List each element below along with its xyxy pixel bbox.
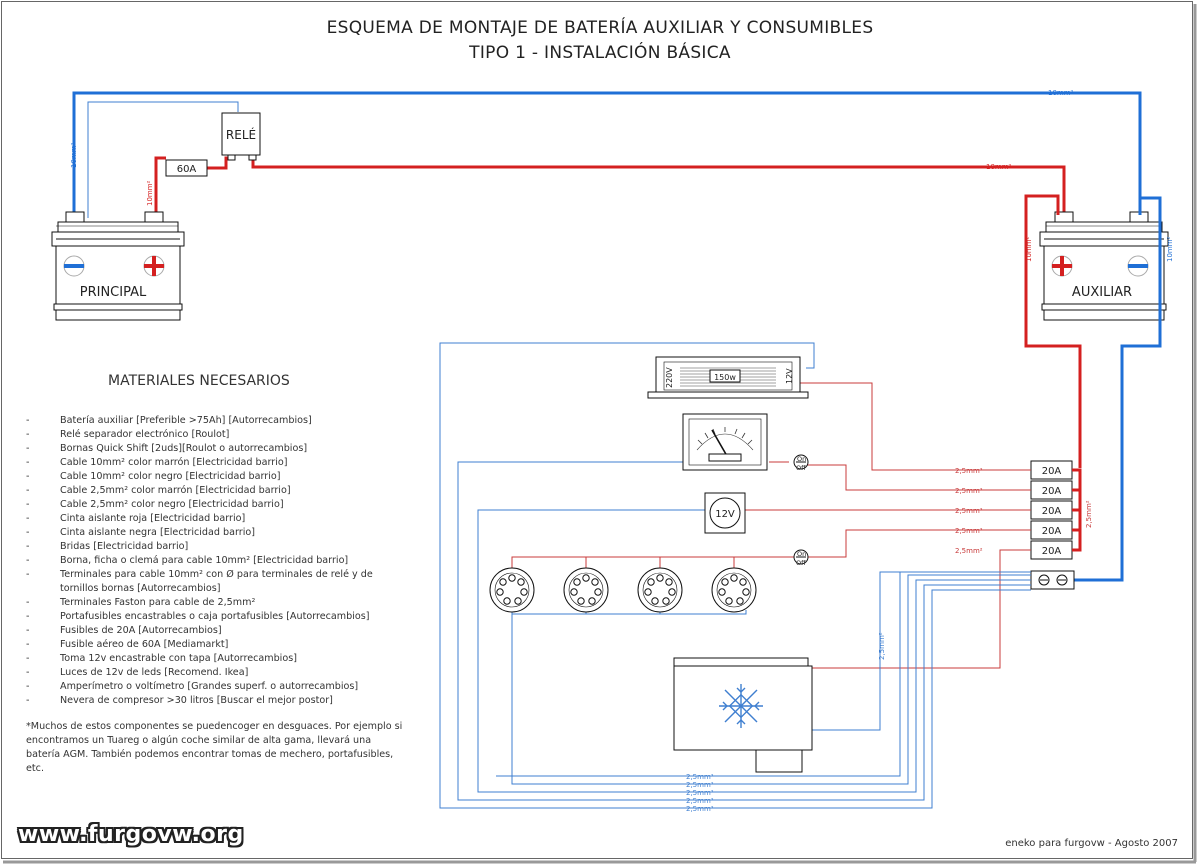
wire-label-fuse-row-1: 2,5mm² bbox=[955, 467, 983, 475]
wire-label-fridge-feed: 2,5mm² bbox=[878, 632, 886, 660]
list-item: -Cable 10mm² color marrón [Electricidad … bbox=[26, 457, 288, 468]
wire-label-aux-blue: 10mm² bbox=[1166, 236, 1174, 262]
principal-battery-label: PRINCIPAL bbox=[80, 285, 147, 300]
page-title: ESQUEMA DE MONTAJE DE BATERÍA AUXILIAR Y… bbox=[326, 18, 874, 38]
inverter-output-label: 12V bbox=[785, 368, 794, 384]
led-light-2 bbox=[563, 567, 609, 613]
list-item: -Bridas [Electricidad barrio] bbox=[26, 541, 189, 552]
list-item: -Bornas Quick Shift [2uds][Roulot o auto… bbox=[26, 443, 308, 454]
list-item: -Fusible aéreo de 60A [Mediamarkt] bbox=[26, 639, 229, 650]
author-credit: eneko para furgovw - Agosto 2007 bbox=[1005, 838, 1178, 849]
list-item: -Toma 12v encastrable con tapa [Autorrec… bbox=[26, 653, 297, 664]
fuse-60a-label: 60A bbox=[177, 164, 197, 175]
12v-socket bbox=[704, 492, 746, 534]
fuse-label-2: 20A bbox=[1042, 486, 1062, 497]
snowflake-icon bbox=[719, 684, 763, 728]
inverter bbox=[647, 356, 809, 399]
relay bbox=[221, 112, 261, 161]
list-item: -Amperímetro o voltímetro [Grandes super… bbox=[26, 681, 359, 692]
list-item: -Cinta aislante negra [Electricidad barr… bbox=[26, 527, 255, 538]
meter bbox=[682, 413, 768, 471]
wire-label-fuse-row-3: 2,5mm² bbox=[955, 507, 983, 515]
fuse-label-4: 20A bbox=[1042, 526, 1062, 537]
auxiliar-negative-terminal-icon bbox=[1127, 255, 1149, 277]
list-item: -Batería auxiliar [Preferible >75Ah] [Au… bbox=[26, 415, 312, 426]
materials-title: MATERIALES NECESARIOS bbox=[108, 373, 290, 389]
ground-bar bbox=[1030, 570, 1075, 590]
main-negative-wire bbox=[72, 91, 1142, 220]
list-item: -Fusibles de 20A [Autorrecambios] bbox=[26, 625, 222, 636]
ground-return-wires bbox=[439, 342, 1031, 809]
relay-label: RELÉ bbox=[226, 127, 256, 142]
meter-switch-on-label: On bbox=[797, 455, 806, 463]
principal-positive-terminal-icon bbox=[143, 255, 165, 277]
led-light-3 bbox=[637, 567, 683, 613]
site-watermark: www.furgovw.org bbox=[18, 822, 244, 847]
principal-negative-terminal-icon bbox=[63, 255, 85, 277]
wire-label-principal-blue: 10mm² bbox=[70, 142, 78, 168]
materials-list: -Batería auxiliar [Preferible >75Ah] [Au… bbox=[26, 414, 406, 708]
list-item: -Nevera de compresor >30 litros [Buscar … bbox=[26, 695, 333, 706]
wire-label-aux-red: 10mm² bbox=[1025, 236, 1033, 262]
wire-label-bottom-row-4: 2,5mm² bbox=[686, 797, 714, 805]
list-item: -Cable 2,5mm² color negro [Electricidad … bbox=[26, 499, 284, 510]
led-light-1 bbox=[489, 567, 535, 613]
wire-label-principal-red: 10mm² bbox=[146, 180, 154, 206]
list-item: -Relé separador electrónico [Roulot] bbox=[26, 429, 230, 440]
aux-negative-feed-wire bbox=[1074, 196, 1162, 582]
list-item: -Luces de 12v de leds [Recomend. Ikea] bbox=[26, 667, 249, 678]
wire-label-bottom-row-1: 2,5mm² bbox=[686, 773, 714, 781]
fuse-output-wires bbox=[511, 382, 1031, 669]
meter-switch bbox=[793, 454, 809, 470]
lights-switch-on-label: On bbox=[797, 550, 806, 558]
wire-label-fuse-row-2: 2,5mm² bbox=[955, 487, 983, 495]
meter-switch-off-label: Off bbox=[796, 464, 806, 472]
main-positive-wire bbox=[154, 156, 1066, 220]
wire-label-bottom-row-2: 2,5mm² bbox=[686, 781, 714, 789]
lights-switch-off-label: Off bbox=[796, 559, 806, 567]
inverter-input-label: 220V bbox=[665, 367, 674, 388]
wire-label-top-red: 10mm² bbox=[986, 163, 1012, 171]
12v-socket-label: 12V bbox=[715, 509, 735, 520]
list-item: -Cable 10mm² color negro [Electricidad b… bbox=[26, 471, 281, 482]
auxiliar-positive-terminal-icon bbox=[1051, 255, 1073, 277]
list-item: -Terminales para cable 10mm² con Ø para … bbox=[26, 569, 373, 594]
list-item: -Portafusibles encastrables o caja porta… bbox=[26, 611, 370, 622]
list-item: -Cinta aislante roja [Electricidad barri… bbox=[26, 513, 246, 524]
fuse-label-5: 20A bbox=[1042, 546, 1062, 557]
wire-label-top-blue: 10mm² bbox=[1048, 89, 1074, 97]
list-item: -Terminales Faston para cable de 2,5mm² bbox=[26, 597, 256, 608]
fuse-label-3: 20A bbox=[1042, 506, 1062, 517]
fuse-positive-bus bbox=[1072, 468, 1082, 552]
wire-label-fuse-row-5: 2,5mm² bbox=[955, 547, 983, 555]
inverter-label: 150w bbox=[714, 373, 736, 382]
aux-positive-feed-wire bbox=[1024, 194, 1082, 468]
fuse-label-1: 20A bbox=[1042, 466, 1062, 477]
materials-note: *Muchos de estos componentes se puedenco… bbox=[26, 721, 403, 774]
wire-label-fuse-row-4: 2,5mm² bbox=[955, 527, 983, 535]
led-light-4 bbox=[711, 567, 757, 613]
list-item: -Cable 2,5mm² color marrón [Electricidad… bbox=[26, 485, 291, 496]
list-item: -Borna, ficha o clemá para cable 10mm² [… bbox=[26, 555, 349, 566]
lights-switch bbox=[793, 549, 809, 565]
wire-label-bottom-row-3: 2,5mm² bbox=[686, 789, 714, 797]
page-subtitle: TIPO 1 - INSTALACIÓN BÁSICA bbox=[469, 43, 731, 63]
wire-label-fuse-feed: 2,5mm² bbox=[1085, 500, 1093, 528]
fuse-60a bbox=[165, 159, 208, 177]
wire-label-bottom-row-5: 2,5mm² bbox=[686, 805, 714, 813]
auxiliar-battery-label: AUXILIAR bbox=[1072, 285, 1132, 300]
